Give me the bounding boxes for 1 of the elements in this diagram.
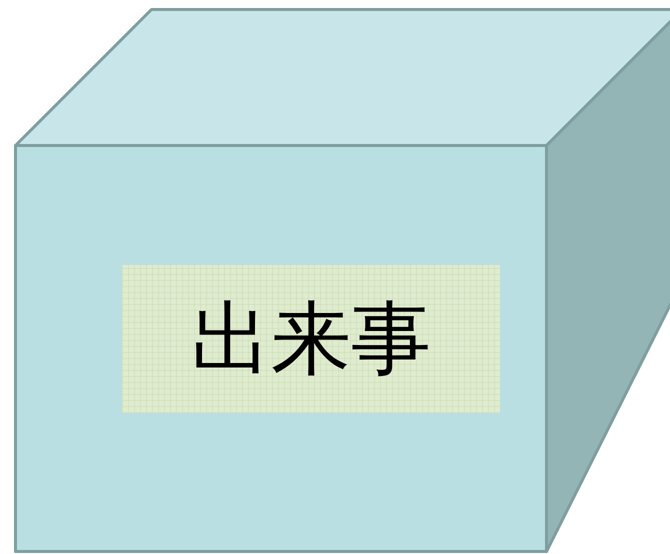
label-panel: 出来事 xyxy=(122,265,500,413)
